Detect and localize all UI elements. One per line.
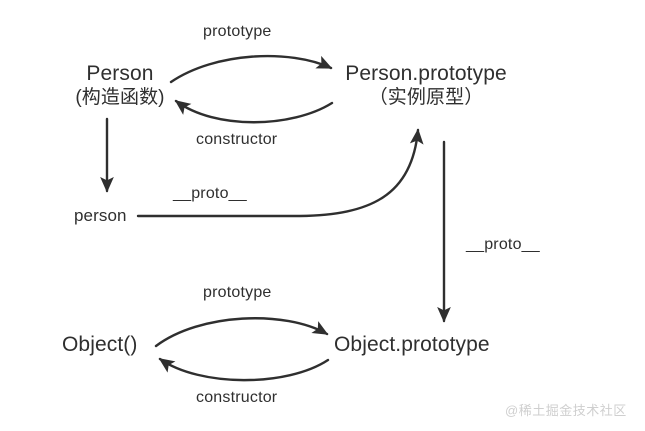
edge-constructor-bottom (158, 357, 330, 382)
edge-label-prototype-bottom: prototype (203, 284, 272, 301)
node-object-prototype[interactable]: Object.prototype (334, 333, 490, 358)
edge-proto-person (136, 128, 424, 218)
node-person-constructor-sublabel: (构造函数) (75, 86, 165, 108)
edge-constructor-top (174, 99, 334, 124)
edge-label-proto-person: __proto__ (173, 185, 247, 202)
node-person-constructor[interactable]: Person (构造函数) (72, 62, 168, 109)
node-object-constructor[interactable]: Object() (62, 333, 137, 358)
watermark: @稀土掘金技术社区 (505, 403, 627, 418)
edge-prototype-bottom (154, 317, 329, 348)
edge-label-proto-vertical: __proto__ (466, 236, 540, 253)
edge-label-constructor-bottom: constructor (196, 389, 278, 406)
node-person-constructor-label: Person (86, 62, 154, 85)
node-person-prototype[interactable]: Person.prototype （实例原型） (338, 62, 514, 109)
node-person-instance[interactable]: person (74, 206, 127, 226)
edge-label-constructor-top: constructor (196, 131, 278, 148)
node-object-prototype-label: Object.prototype (334, 333, 490, 356)
node-object-constructor-label: Object() (62, 333, 138, 356)
node-person-prototype-sublabel: （实例原型） (368, 86, 484, 108)
node-person-prototype-label: Person.prototype (345, 62, 507, 85)
edge-prototype-top (169, 54, 333, 84)
edge-label-prototype-top: prototype (203, 23, 272, 40)
node-person-instance-label: person (74, 206, 127, 225)
